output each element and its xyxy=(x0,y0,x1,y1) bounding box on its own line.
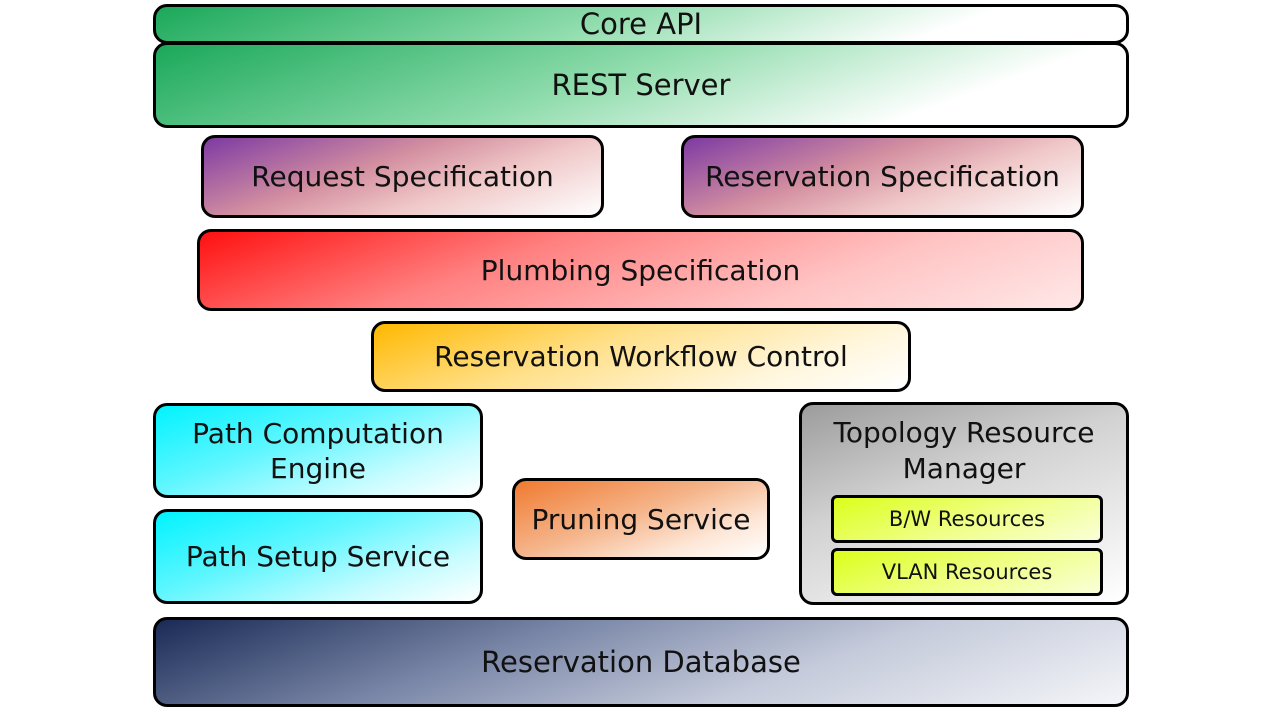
plumbing-specification-label: Plumbing Specification xyxy=(480,253,801,287)
pruning-service-label: Pruning Service xyxy=(531,502,751,536)
core-api-label: Core API xyxy=(579,6,703,41)
pruning-service-box: Pruning Service xyxy=(512,478,770,560)
rest-server-label: REST Server xyxy=(551,67,731,102)
topology-resource-manager-title: Topology Resource Manager xyxy=(834,415,1095,487)
rest-server-layer: REST Server xyxy=(153,42,1129,128)
bw-resources-label: B/W Resources xyxy=(888,506,1046,531)
vlan-resources-box: VLAN Resources xyxy=(831,548,1103,596)
request-specification-box: Request Specification xyxy=(201,135,604,218)
reservation-specification-label: Reservation Specification xyxy=(705,160,1060,193)
topology-label-line1: Topology Resource xyxy=(833,416,1095,449)
reservation-workflow-control-box: Reservation Workflow Control xyxy=(371,321,911,392)
vlan-resources-label: VLAN Resources xyxy=(881,559,1053,584)
reservation-database-layer: Reservation Database xyxy=(153,617,1129,707)
request-specification-label: Request Specification xyxy=(251,160,554,193)
path-computation-engine-box: Path Computation Engine xyxy=(153,403,483,498)
path-setup-service-box: Path Setup Service xyxy=(153,509,483,604)
reservation-database-label: Reservation Database xyxy=(481,644,801,679)
reservation-workflow-control-label: Reservation Workflow Control xyxy=(434,340,848,373)
topology-label-line2: Manager xyxy=(902,451,1026,485)
path-setup-service-label: Path Setup Service xyxy=(185,540,451,573)
bw-resources-box: B/W Resources xyxy=(831,495,1103,543)
reservation-specification-box: Reservation Specification xyxy=(681,135,1084,218)
plumbing-specification-box: Plumbing Specification xyxy=(197,229,1084,311)
path-computation-label-line1: Path Computation xyxy=(192,416,444,450)
core-api-layer: Core API xyxy=(153,4,1129,44)
path-computation-label-line2: Engine xyxy=(270,451,366,485)
